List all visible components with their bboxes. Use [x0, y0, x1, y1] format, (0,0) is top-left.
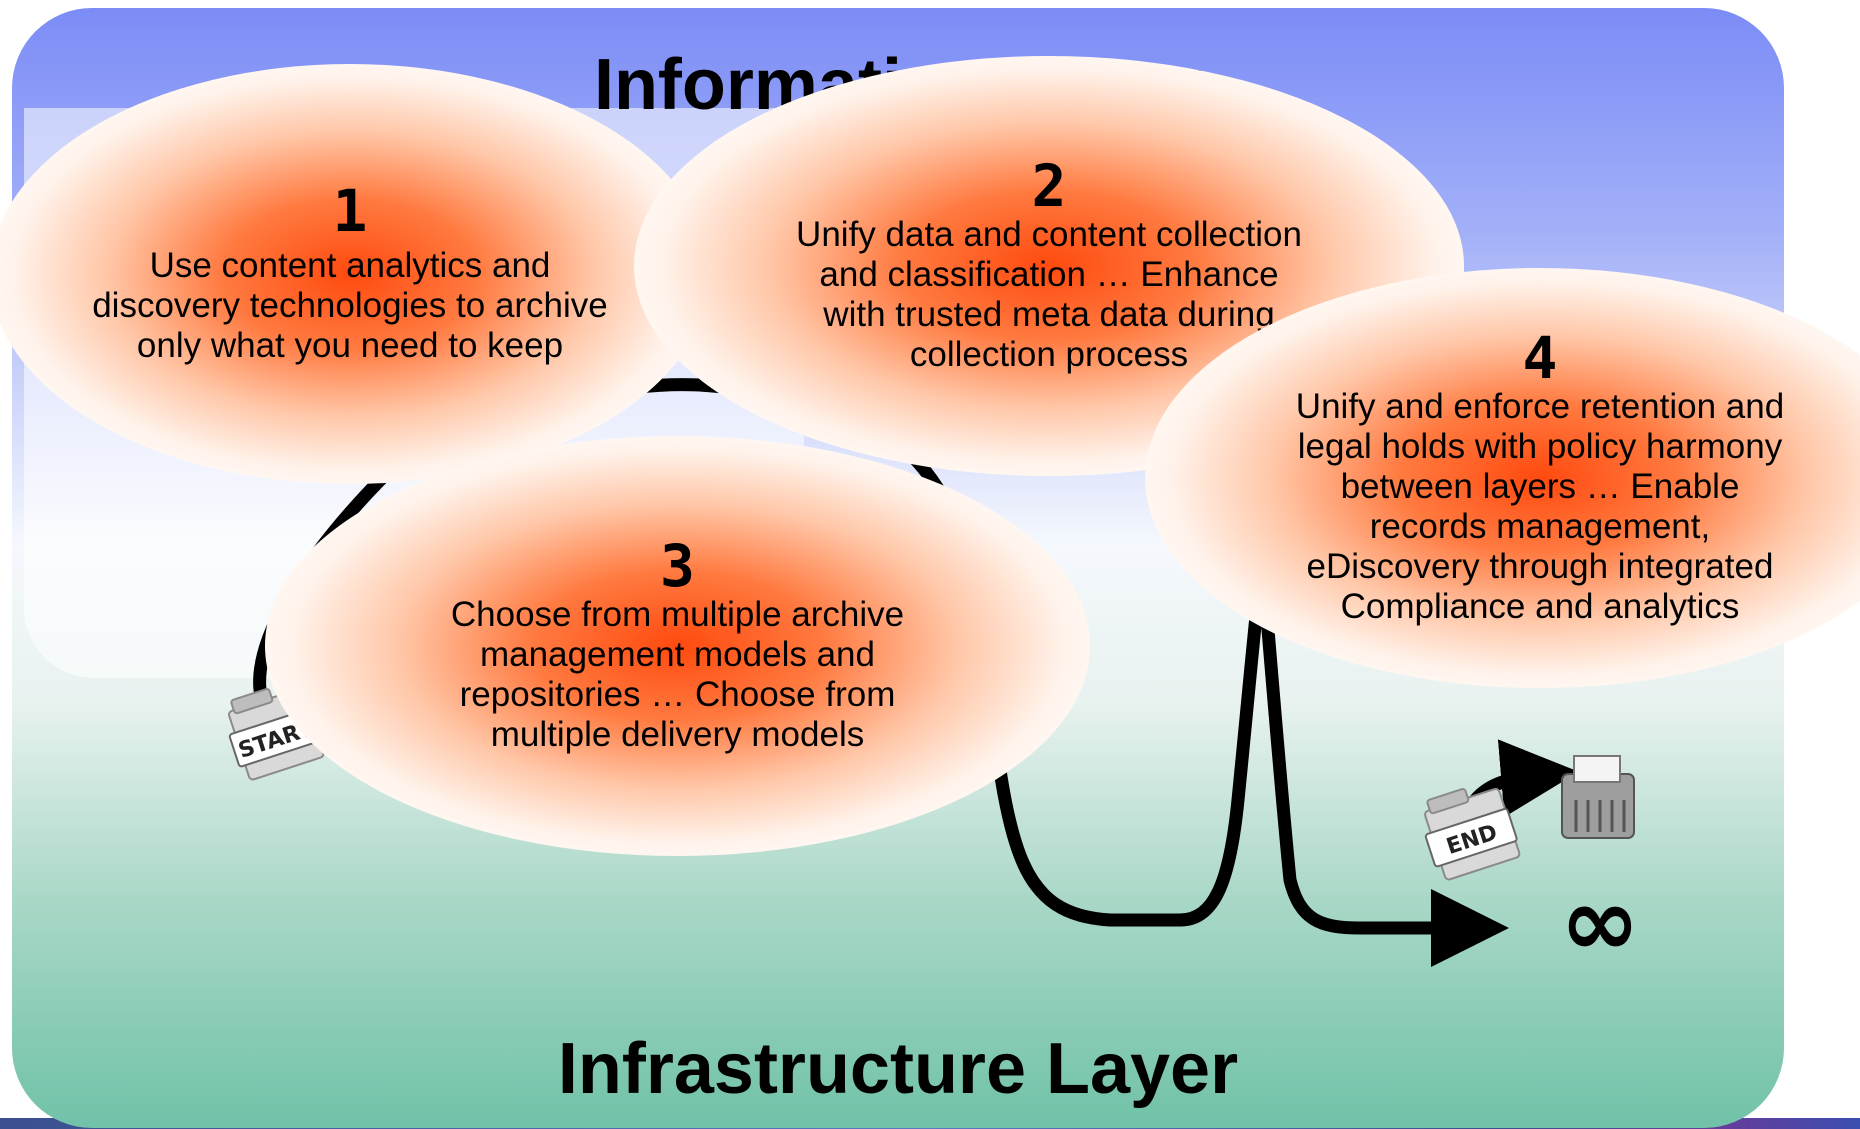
- step-2-text: Unify data and content collection and cl…: [796, 215, 1302, 374]
- infinity-icon: ∞: [1560, 866, 1640, 978]
- step-3-bubble: 3 Choose from multiple archive managemen…: [265, 436, 1090, 856]
- step-4-bubble: 4 Unify and enforce retention and legal …: [1145, 268, 1860, 688]
- step-4-text: Unify and enforce retention and legal ho…: [1295, 387, 1785, 626]
- step-3-text: Choose from multiple archive management …: [450, 595, 905, 754]
- step-1-number: 1: [332, 177, 368, 245]
- step-1-bubble: 1 Use content analytics and discovery te…: [0, 64, 710, 484]
- infrastructure-layer-title: Infrastructure Layer: [557, 1029, 1239, 1109]
- end-document-icon: END: [1424, 787, 1521, 881]
- step-3-number: 3: [660, 532, 695, 600]
- step-2-number: 2: [1031, 152, 1067, 220]
- step-1-text: Use content analytics and discovery tech…: [92, 246, 608, 365]
- shredder-icon: [1561, 755, 1635, 839]
- step-4-number: 4: [1522, 324, 1558, 392]
